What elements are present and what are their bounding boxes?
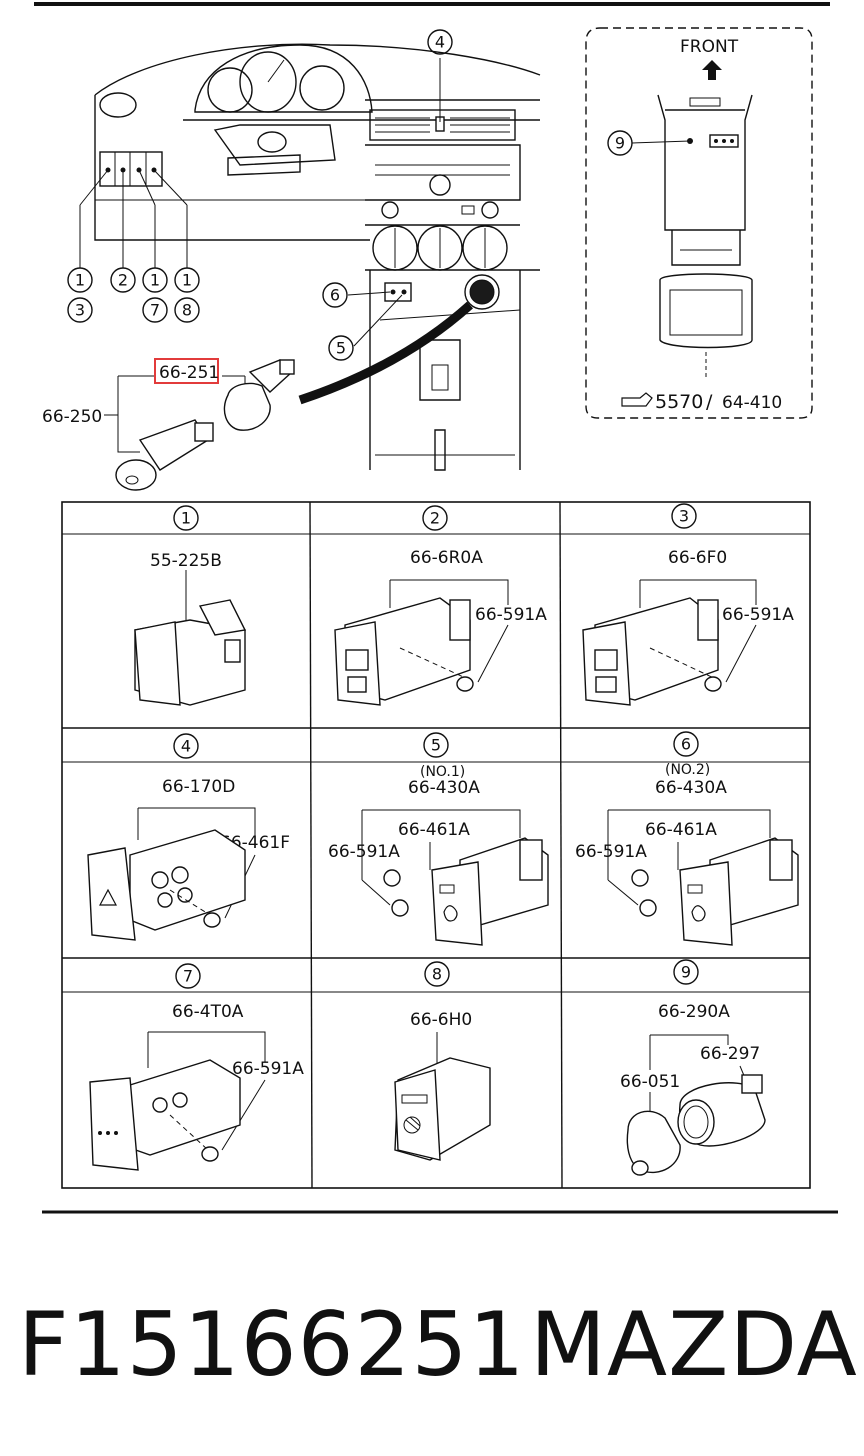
cell-7-label-0: 66-4T0A xyxy=(172,1002,244,1022)
front-arrow-icon xyxy=(702,60,722,80)
cell-9-label-2: 66-051 xyxy=(620,1072,680,1092)
callout-8a: 8 xyxy=(182,301,192,320)
cell-6-label-1: 66-430A xyxy=(655,778,727,798)
cell-1-num: 1 xyxy=(181,509,191,528)
cell-9: 66-290A 66-297 66-051 xyxy=(620,1002,766,1176)
ref-page: 64-410 xyxy=(722,393,782,413)
cell-7: 66-4T0A 66-591A xyxy=(89,1002,304,1171)
callout-5: 5 xyxy=(336,339,346,358)
grid-headers: 1 2 3 4 5 6 7 8 9 xyxy=(173,503,699,989)
cell-9-num: 9 xyxy=(681,963,691,982)
cell-9-label-1: 66-297 xyxy=(700,1044,760,1064)
cell-5: (NO.1) 66-430A 66-461A 66-591A xyxy=(328,764,549,946)
cell-7-num: 7 xyxy=(183,967,193,986)
svg-text:/: / xyxy=(706,391,713,413)
footer: F15166251 MAZDA xyxy=(18,1290,857,1400)
cell-6-num: 6 xyxy=(681,735,691,754)
cell-6-label-2: 66-461A xyxy=(645,820,717,840)
cell-3: 66-6F0 66-591A xyxy=(582,548,794,706)
cell-2-num: 2 xyxy=(430,509,440,528)
cell-4-num: 4 xyxy=(181,737,191,756)
callout-4: 4 xyxy=(435,33,445,52)
cell-8: 66-6H0 xyxy=(394,1010,491,1161)
cell-2-label-1: 66-591A xyxy=(475,605,547,625)
seat-heater-icon xyxy=(691,905,706,922)
ref-number: 5570 xyxy=(655,391,703,413)
brand-name: MAZDA xyxy=(530,1293,858,1396)
cell-1-label-0: 55-225B xyxy=(150,551,222,571)
cell-6-label-3: 66-591A xyxy=(575,842,647,862)
cell-5-label-1: 66-430A xyxy=(408,778,480,798)
cell-3-label-1: 66-591A xyxy=(722,605,794,625)
cell-5-label-0: (NO.1) xyxy=(420,764,465,780)
highlight-box xyxy=(154,358,219,384)
cell-9-label-0: 66-290A xyxy=(658,1002,730,1022)
overview-callouts: 4 6 5 1 3 2 1 7 1 8 xyxy=(67,29,453,361)
cell-3-num: 3 xyxy=(679,507,689,526)
cigarette-lighter-parts xyxy=(104,359,295,491)
callout-7a: 7 xyxy=(150,301,160,320)
callout-1a: 1 xyxy=(75,271,85,290)
cell-5-label-2: 66-461A xyxy=(398,820,470,840)
cell-1: 55-225B xyxy=(134,551,247,706)
part-number: F15166251 xyxy=(18,1293,526,1396)
callout-9: 9 xyxy=(615,134,625,153)
pointing-hand-icon xyxy=(621,392,653,407)
callout-1b: 1 xyxy=(150,271,160,290)
highlight-label: 66-251 xyxy=(159,363,219,383)
cell-4: 66-170D 66-461F xyxy=(87,777,290,941)
lighter-label: 66-250 xyxy=(42,407,102,427)
cell-6: (NO.2) 66-430A 66-461A 66-591A xyxy=(575,762,799,946)
cell-8-label-0: 66-6H0 xyxy=(410,1010,472,1030)
cell-8-num: 8 xyxy=(432,965,442,984)
cell-2-label-0: 66-6R0A xyxy=(410,548,483,568)
parts-grid xyxy=(61,501,811,1189)
callout-6: 6 xyxy=(330,286,340,305)
seat-heater-icon xyxy=(443,905,458,922)
front-label: FRONT xyxy=(680,37,739,57)
callout-3a: 3 xyxy=(75,301,85,320)
console-inset: FRONT 9 5570 / 64-410 xyxy=(585,27,813,419)
cell-2: 66-6R0A 66-591A xyxy=(334,548,547,706)
dashboard-overview xyxy=(79,43,541,491)
cell-3-label-0: 66-6F0 xyxy=(668,548,727,568)
cell-7-label-1: 66-591A xyxy=(232,1059,304,1079)
callout-1c: 1 xyxy=(182,271,192,290)
cell-6-label-0: (NO.2) xyxy=(665,762,710,778)
cell-5-num: 5 xyxy=(431,736,441,755)
cell-5-label-3: 66-591A xyxy=(328,842,400,862)
cell-4-label-0: 66-170D xyxy=(162,777,235,797)
callout-2a: 2 xyxy=(118,271,128,290)
hazard-icon xyxy=(99,888,117,906)
